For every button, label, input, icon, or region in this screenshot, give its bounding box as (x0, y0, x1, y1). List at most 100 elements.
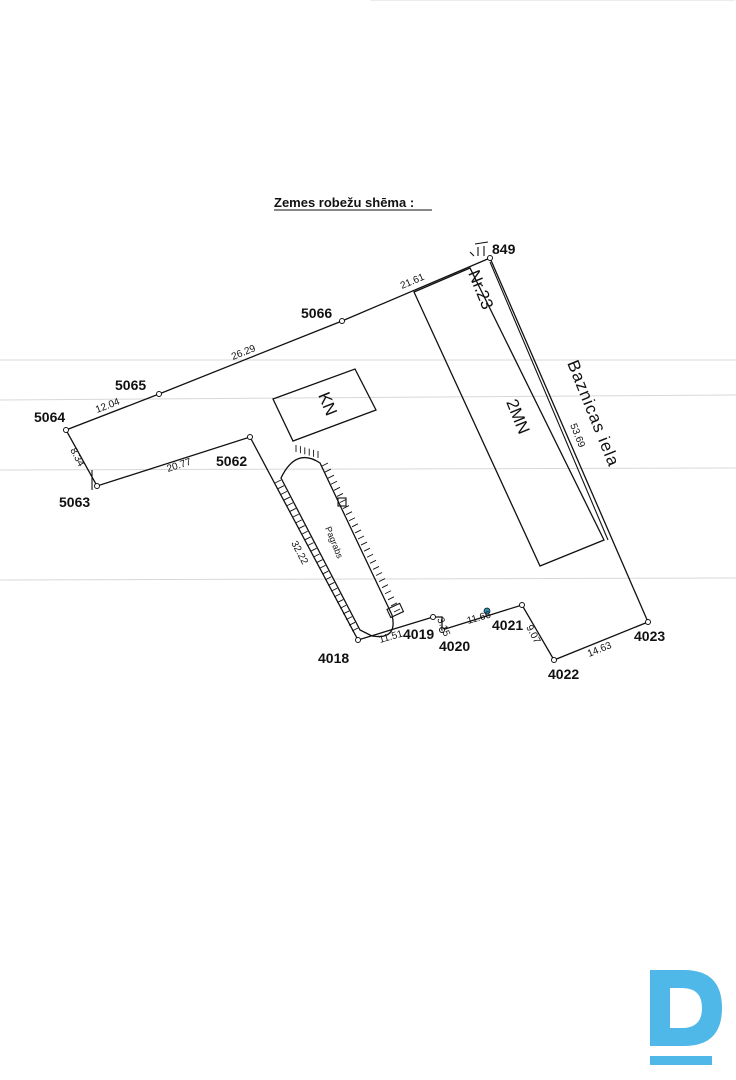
label-4022: 4022 (548, 666, 579, 682)
label-4020: 4020 (439, 638, 470, 654)
hatch-tick (393, 608, 401, 613)
label-5063: 5063 (59, 494, 90, 510)
hatch-tick (351, 523, 359, 528)
scan-artifacts (0, 0, 736, 581)
distance-4018-4019: 11.51 (378, 628, 405, 645)
logo-underline (650, 1056, 712, 1065)
hatch-tick (363, 547, 371, 552)
hatch-tick (283, 496, 291, 501)
hatch-tick (331, 587, 338, 592)
hatch-tick (369, 559, 377, 564)
building-kn-label: KN (314, 389, 340, 418)
vertex-5065 (156, 391, 162, 397)
hatch-tick (286, 502, 294, 507)
distance-4021-4022: 9.07 (523, 623, 542, 646)
hatch-tick (316, 559, 323, 564)
hatch-tick (325, 576, 332, 581)
hatch-tick (348, 517, 356, 522)
hatch-tick (292, 513, 299, 518)
label-5065: 5065 (115, 377, 146, 393)
vertex-5066 (339, 318, 345, 324)
hatch-tick (295, 519, 302, 524)
street-name-label: Baznicas iela (563, 357, 623, 469)
vertex-5062 (247, 434, 253, 440)
vertex-4019 (430, 614, 436, 620)
hatch-tick (324, 468, 332, 473)
label-4023: 4023 (634, 628, 665, 644)
hatch-tick (328, 582, 335, 586)
hatch-tick (336, 599, 344, 603)
vertex-markers (63, 255, 651, 663)
hatch-tick (375, 572, 383, 576)
hatch-tick (390, 602, 398, 607)
building-2mn-label: 2MN (502, 396, 533, 436)
distance-849-4023: 53.69 (567, 422, 587, 450)
hatch-tick (313, 553, 320, 558)
distance-4020-4021: 11.66 (466, 609, 493, 626)
hatch-tick (345, 511, 353, 516)
logo-letter-d (650, 970, 722, 1046)
hatch-tick (342, 505, 350, 509)
vertex-4021 (519, 602, 525, 608)
cellar-pagrabs (274, 445, 405, 638)
vertex-849 (487, 255, 493, 261)
hatch-tick (339, 499, 347, 503)
hatch-tick (348, 621, 356, 626)
building-kn (272, 368, 377, 442)
hatch-tick (372, 566, 380, 570)
vertex-5064 (63, 427, 69, 433)
distance-4022-4023: 14.63 (586, 640, 614, 660)
street-parallel-line (489, 261, 609, 541)
building-2mn (413, 267, 605, 567)
hatch-tick (330, 480, 338, 485)
hatch-tick (357, 535, 365, 540)
label-4019: 4019 (403, 626, 434, 642)
distance-4019-4020: 3.15 (434, 616, 452, 639)
hatch-tick (381, 584, 389, 589)
label-849: 849 (492, 241, 516, 257)
hatch-tick (342, 610, 350, 615)
hatch-tick (319, 564, 326, 569)
house-number-label: Nr.23 (464, 267, 497, 312)
hatch-tick (289, 508, 297, 512)
vertex-4022 (551, 657, 557, 663)
hatch-tick (378, 578, 386, 582)
hatch-tick (310, 547, 317, 552)
hatch-tick (322, 570, 329, 575)
vertex-4020-marker (483, 607, 491, 615)
hatch-tick (351, 627, 359, 632)
label-5062: 5062 (216, 453, 247, 469)
hatch-tick (298, 525, 305, 529)
label-5066: 5066 (301, 305, 332, 321)
hatch-tick (280, 490, 288, 495)
vertex-4023 (645, 619, 651, 625)
vertex-4020 (439, 627, 445, 633)
hatch-tick (354, 529, 362, 534)
distance-5064-5063: 8.34 (67, 446, 86, 469)
cellar-label: Pagrabs (323, 525, 345, 560)
hatch-tick (333, 486, 341, 491)
parcel-boundary (65, 257, 649, 661)
hatch-tick (366, 553, 374, 558)
hatch-tick (304, 536, 311, 541)
label-5064: 5064 (34, 409, 65, 425)
hatch-tick (321, 462, 329, 467)
hatch-tick (384, 590, 392, 595)
hatch-tick (360, 541, 368, 546)
brand-logo (650, 970, 722, 1065)
vertex-5063 (94, 483, 100, 489)
vertex-4018 (355, 637, 361, 643)
hatch-tick (301, 530, 308, 535)
distance-5063-5062: 20.77 (166, 457, 194, 475)
label-4021: 4021 (492, 617, 523, 633)
hatch-tick (307, 542, 314, 547)
hatch-tick (334, 593, 341, 598)
corner-sketch (469, 241, 489, 257)
hatch-tick (327, 474, 335, 479)
hatch-tick (345, 616, 353, 621)
hatch-tick (336, 493, 344, 497)
label-4018: 4018 (318, 650, 349, 666)
hatch-tick (277, 485, 285, 490)
hatch-tick (339, 604, 347, 609)
